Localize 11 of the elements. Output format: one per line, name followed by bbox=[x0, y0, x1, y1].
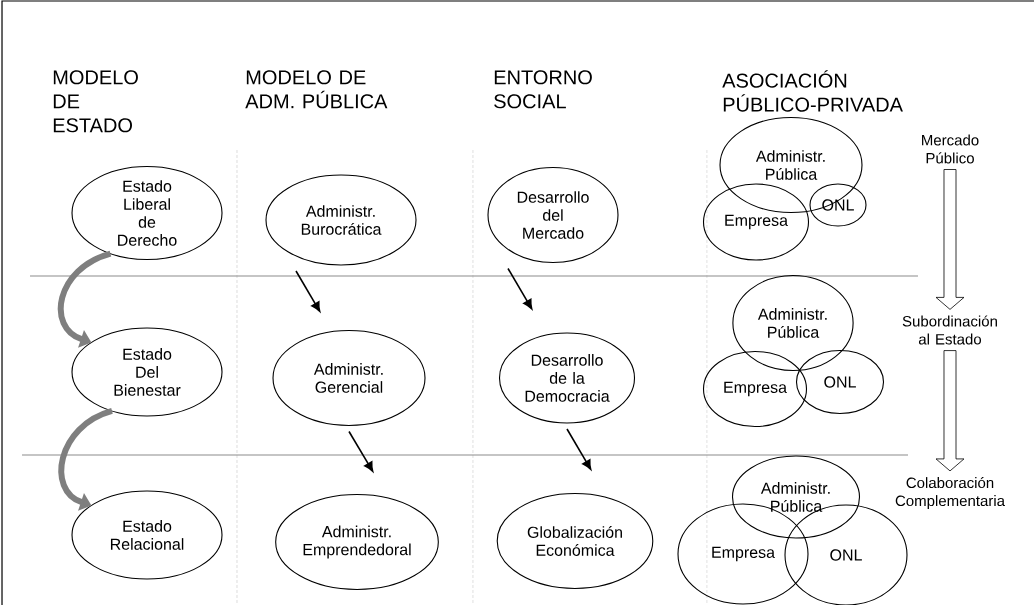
phase-label: Mercado Público bbox=[922, 134, 979, 164]
phase-label: Subordinación al Estado bbox=[902, 315, 997, 345]
arrow bbox=[295, 270, 321, 312]
column-heading: ENTORNO SOCIAL bbox=[494, 70, 592, 109]
arrow bbox=[566, 428, 592, 470]
arrow bbox=[507, 267, 533, 310]
hollow-arrow bbox=[935, 350, 965, 472]
column-heading: MODELO DE ADM. PÚBLICA bbox=[245, 70, 388, 109]
hollow-arrow bbox=[935, 169, 965, 310]
arrow bbox=[348, 430, 374, 472]
column-heading: MODELO DE ESTADO bbox=[53, 70, 138, 133]
